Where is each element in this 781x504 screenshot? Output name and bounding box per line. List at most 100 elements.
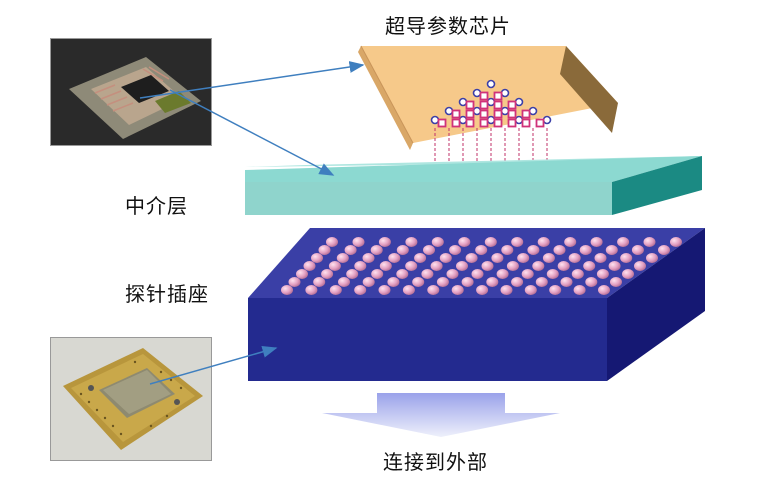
socket-pin <box>379 261 392 271</box>
socket-pin <box>396 245 409 255</box>
socket-side-face <box>607 228 705 381</box>
chip-pin-pattern <box>430 79 552 128</box>
socket-pin <box>449 245 462 255</box>
chip-pad <box>472 106 482 116</box>
chip-via <box>493 100 503 110</box>
socket-pin <box>328 261 341 271</box>
socket-pin <box>405 261 418 271</box>
socket-pin <box>402 285 415 295</box>
socket-pin <box>362 253 375 263</box>
socket-pin <box>486 277 499 287</box>
socket-pin <box>560 277 573 287</box>
chip-via <box>465 109 475 119</box>
socket-pin <box>414 253 427 263</box>
chip-via <box>535 118 545 128</box>
socket-pin <box>370 245 383 255</box>
chip-via <box>479 100 489 110</box>
chip-via <box>493 109 503 119</box>
chip-via <box>479 91 489 101</box>
socket-pin <box>329 285 342 295</box>
socket-pin <box>344 245 357 255</box>
chip-via <box>507 109 517 119</box>
chip-pad <box>486 97 496 107</box>
socket-pin <box>326 237 338 247</box>
socket-pin <box>471 269 484 279</box>
socket-label: 探针插座 <box>125 282 209 306</box>
socket-pin <box>484 237 497 247</box>
chip-via <box>451 118 461 128</box>
chip-pad <box>430 115 440 125</box>
socket-pin <box>491 253 504 263</box>
socket-pin <box>568 253 581 263</box>
interposer-arrow <box>169 89 335 176</box>
socket-pin <box>396 269 409 279</box>
chip-pad <box>458 97 468 107</box>
socket-pin <box>511 277 524 287</box>
socket-pin <box>564 237 577 247</box>
socket-pin <box>405 237 418 247</box>
socket-pin <box>475 245 488 255</box>
socket-pin <box>620 253 633 263</box>
socket-pin <box>431 237 444 247</box>
socket-pin <box>501 245 514 255</box>
socket-pin <box>458 237 471 247</box>
chip-via <box>437 118 447 128</box>
chip-pad <box>486 79 496 89</box>
socket-pin <box>476 285 489 295</box>
chip-photo <box>50 38 212 146</box>
socket-pin <box>605 245 618 255</box>
socket-pin <box>321 269 334 279</box>
socket-pin <box>517 253 530 263</box>
socket-pin <box>631 245 644 255</box>
socket-pin <box>371 269 384 279</box>
socket-pin <box>670 237 682 247</box>
socket-pin <box>537 237 550 247</box>
chip-via <box>451 109 461 119</box>
socket-pin <box>579 245 592 255</box>
socket-pin <box>542 253 555 263</box>
socket-pin <box>313 277 326 287</box>
chip-via <box>507 100 517 110</box>
interposer-front-face <box>245 182 612 215</box>
socket-pin <box>303 261 316 271</box>
socket-pin <box>288 277 301 287</box>
socket-photo <box>50 337 212 461</box>
socket-pin <box>553 245 566 255</box>
socket-pin <box>590 237 603 247</box>
socket-pin <box>585 277 598 287</box>
socket-pin <box>535 277 548 287</box>
socket-pin <box>451 285 464 295</box>
socket-pin <box>387 277 400 287</box>
socket-pin <box>354 285 367 295</box>
socket-pin <box>532 261 545 271</box>
socket-pin <box>281 285 293 295</box>
interposer-top-face <box>245 156 702 182</box>
socket-pin <box>549 285 562 295</box>
socket-pin <box>456 261 468 271</box>
socket-pin <box>527 245 540 255</box>
socket-pin <box>598 285 610 295</box>
socket-pin <box>421 269 434 279</box>
chip-pad <box>458 115 468 125</box>
socket-pin <box>423 245 435 255</box>
socket-pin <box>412 277 425 287</box>
socket-pin <box>354 261 367 271</box>
chip-label: 超导参数芯片 <box>385 14 511 38</box>
chip-via <box>521 109 531 119</box>
socket-pin <box>446 269 459 279</box>
chip-via <box>521 118 531 128</box>
chip-pad <box>542 115 552 125</box>
socket-pin <box>338 277 350 287</box>
interposer-layer <box>245 156 702 215</box>
socket-pin <box>481 261 494 271</box>
chip-via <box>479 118 489 128</box>
socket-pin <box>658 245 670 255</box>
socket-pin <box>573 285 586 295</box>
socket-pin <box>622 269 634 279</box>
interposer-label: 中介层 <box>125 194 188 218</box>
chip-right-face <box>560 46 618 133</box>
chip-pad <box>444 106 454 116</box>
socket-pin <box>378 237 391 247</box>
chip-arrow <box>139 61 365 99</box>
